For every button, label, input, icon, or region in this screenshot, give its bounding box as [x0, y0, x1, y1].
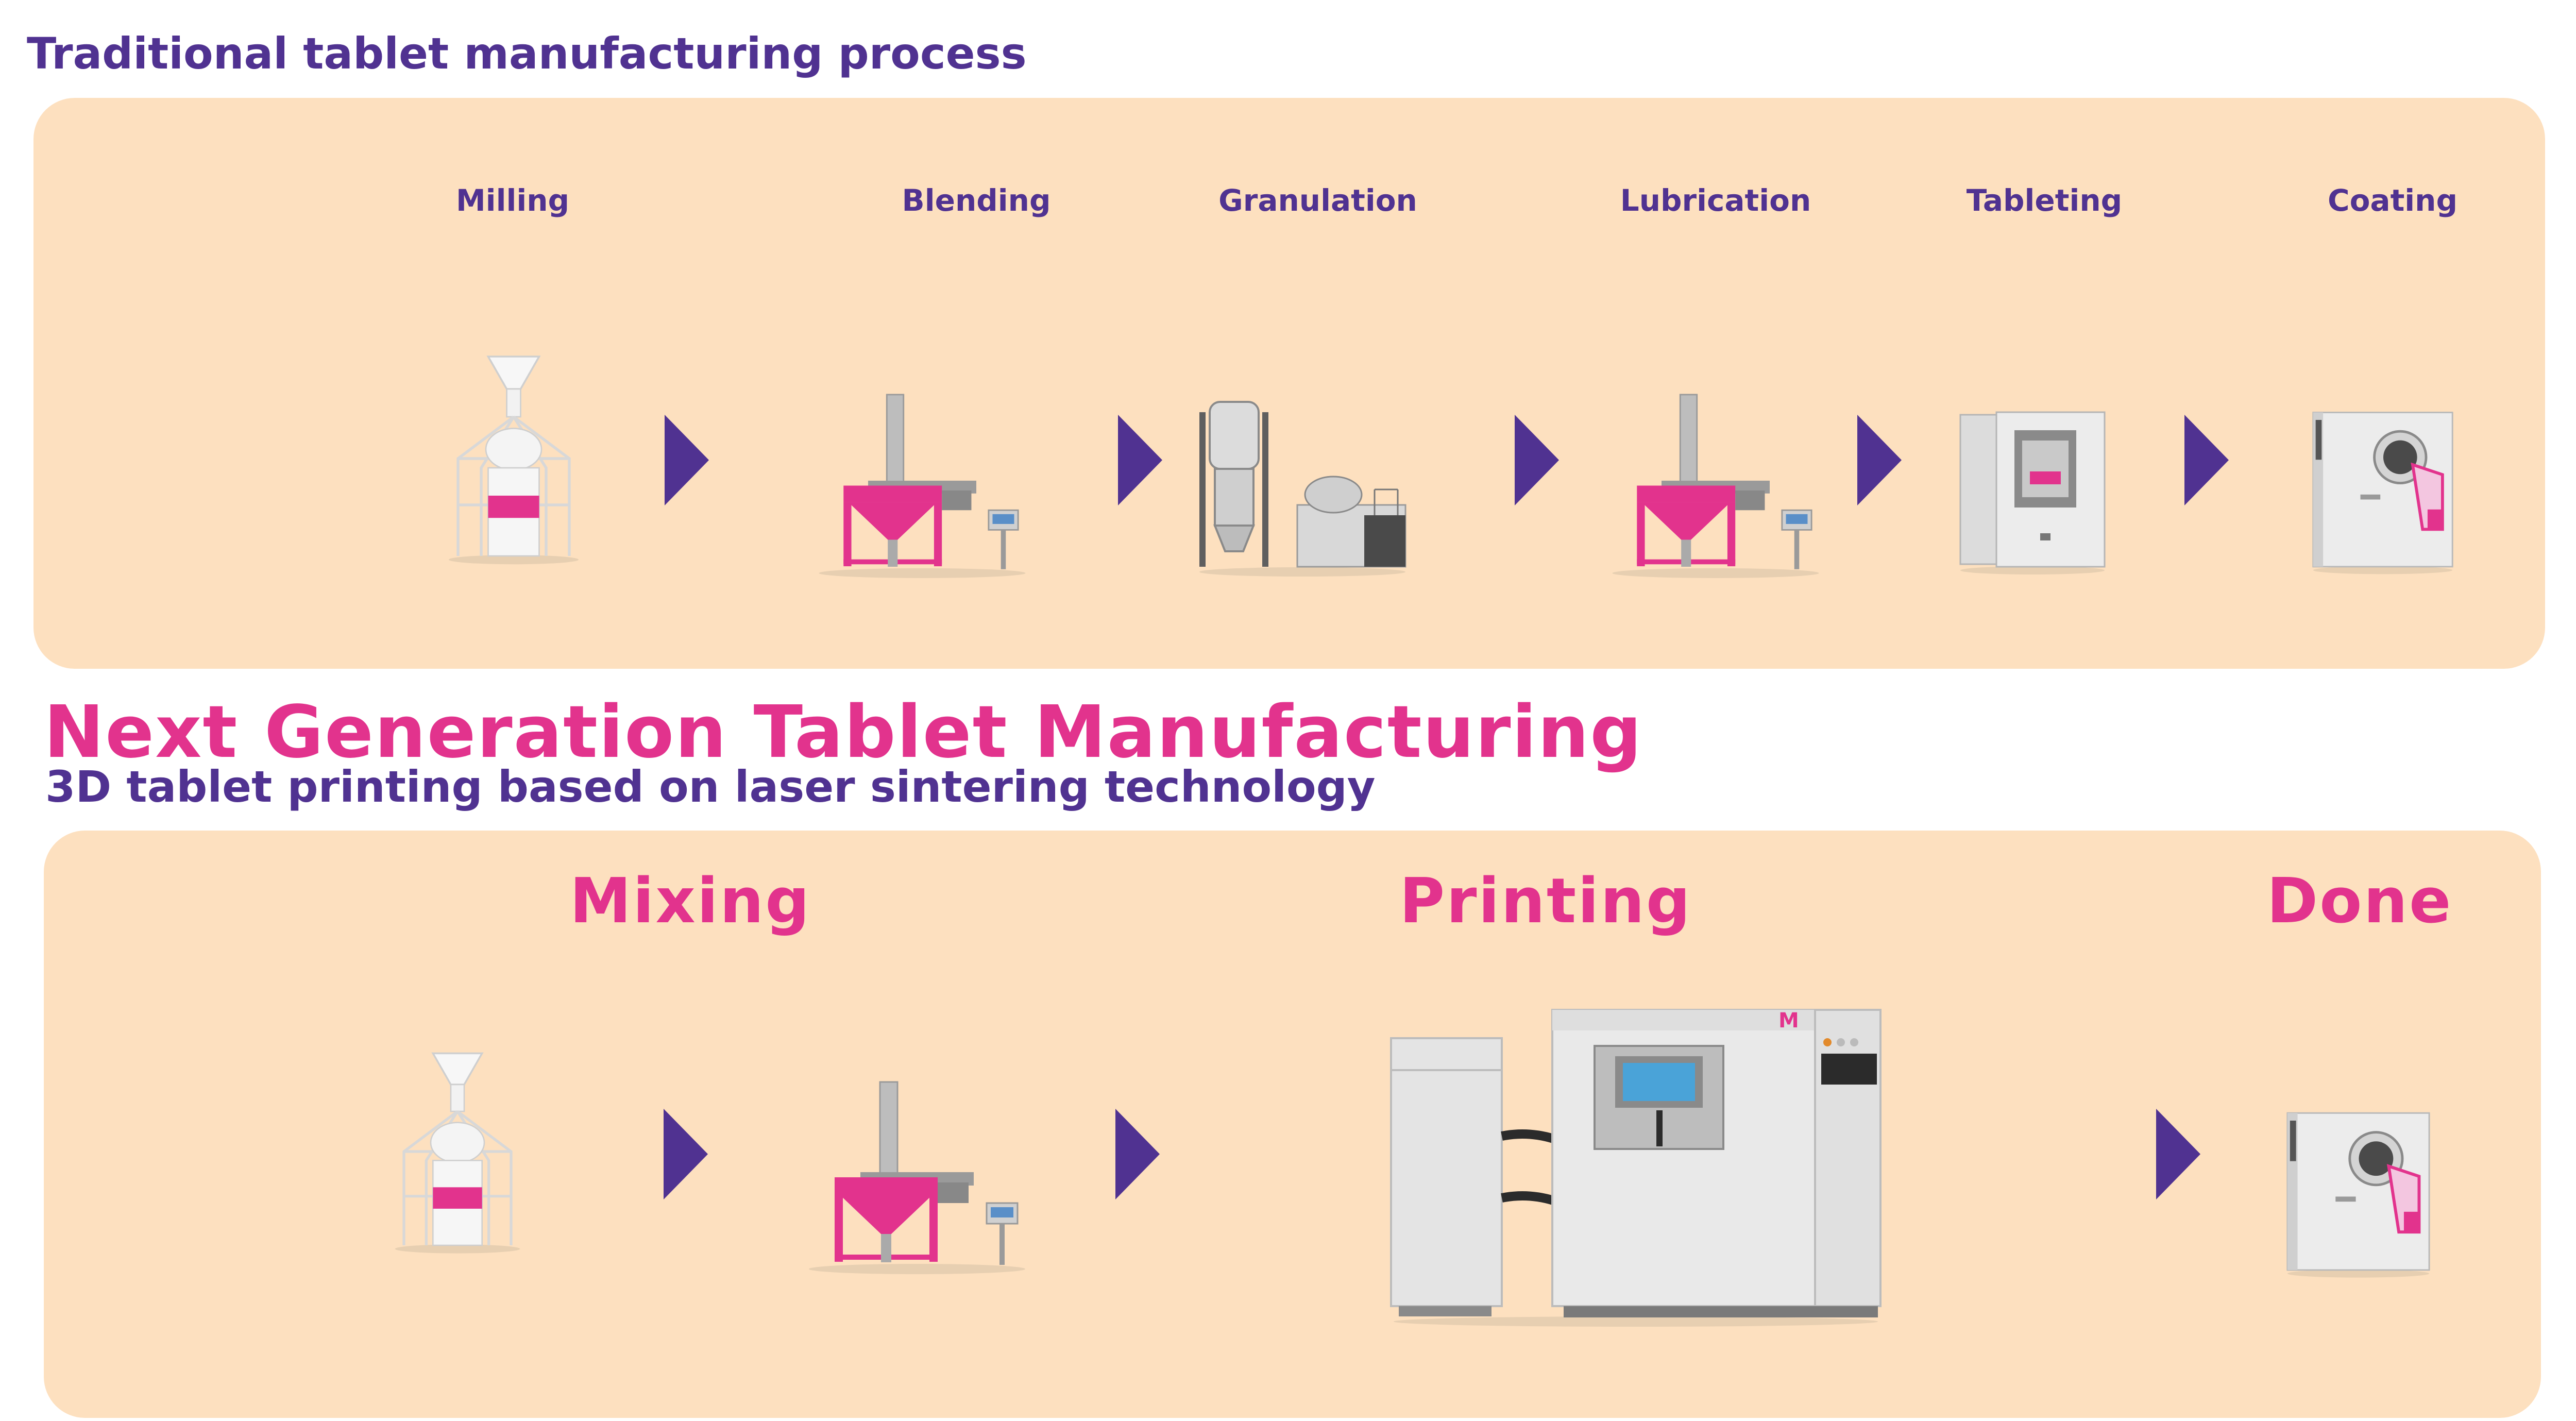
blender-icon: [814, 392, 1030, 580]
process-arrow-icon: [1115, 1109, 1160, 1199]
next-generation-subtitle: 3D tablet printing based on laser sinter…: [45, 762, 1376, 812]
printer-logo: M: [1778, 1009, 1799, 1033]
blender-icon: [804, 1079, 1030, 1275]
step-label-blending: Blending: [902, 183, 1051, 218]
step-label-printing: Printing: [1399, 866, 1692, 937]
process-arrow-icon: [2184, 415, 2229, 505]
process-arrow-icon: [665, 415, 709, 505]
step-label-mixing: Mixing: [569, 866, 811, 937]
step-label-granulation: Granulation: [1218, 183, 1417, 218]
process-arrow-icon: [664, 1109, 708, 1199]
mill-icon: [444, 340, 583, 577]
step-label-tableting: Tableting: [1966, 183, 2123, 218]
next-generation-title: Next Generation Tablet Manufacturing: [44, 690, 1643, 774]
step-label-lubrication: Lubrication: [1620, 183, 1811, 218]
step-label-milling: Milling: [455, 183, 570, 218]
process-arrow-icon: [1515, 415, 1559, 505]
traditional-title: Traditional tablet manufacturing process: [27, 28, 1027, 79]
mill-icon: [391, 1033, 524, 1270]
step-label-coating: Coating: [2328, 183, 2458, 218]
coater-icon: [2311, 407, 2455, 577]
blender-icon: [1607, 392, 1824, 580]
process-arrow-icon: [1857, 415, 1902, 505]
coater-icon: [2285, 1110, 2432, 1278]
3d-printer-icon: [1388, 1007, 1883, 1327]
process-arrow-icon: [2156, 1109, 2200, 1199]
tablet-press-icon: [1958, 410, 2107, 574]
process-arrow-icon: [1118, 415, 1162, 505]
step-label-done: Done: [2266, 866, 2453, 937]
granulator-icon: [1194, 397, 1411, 577]
